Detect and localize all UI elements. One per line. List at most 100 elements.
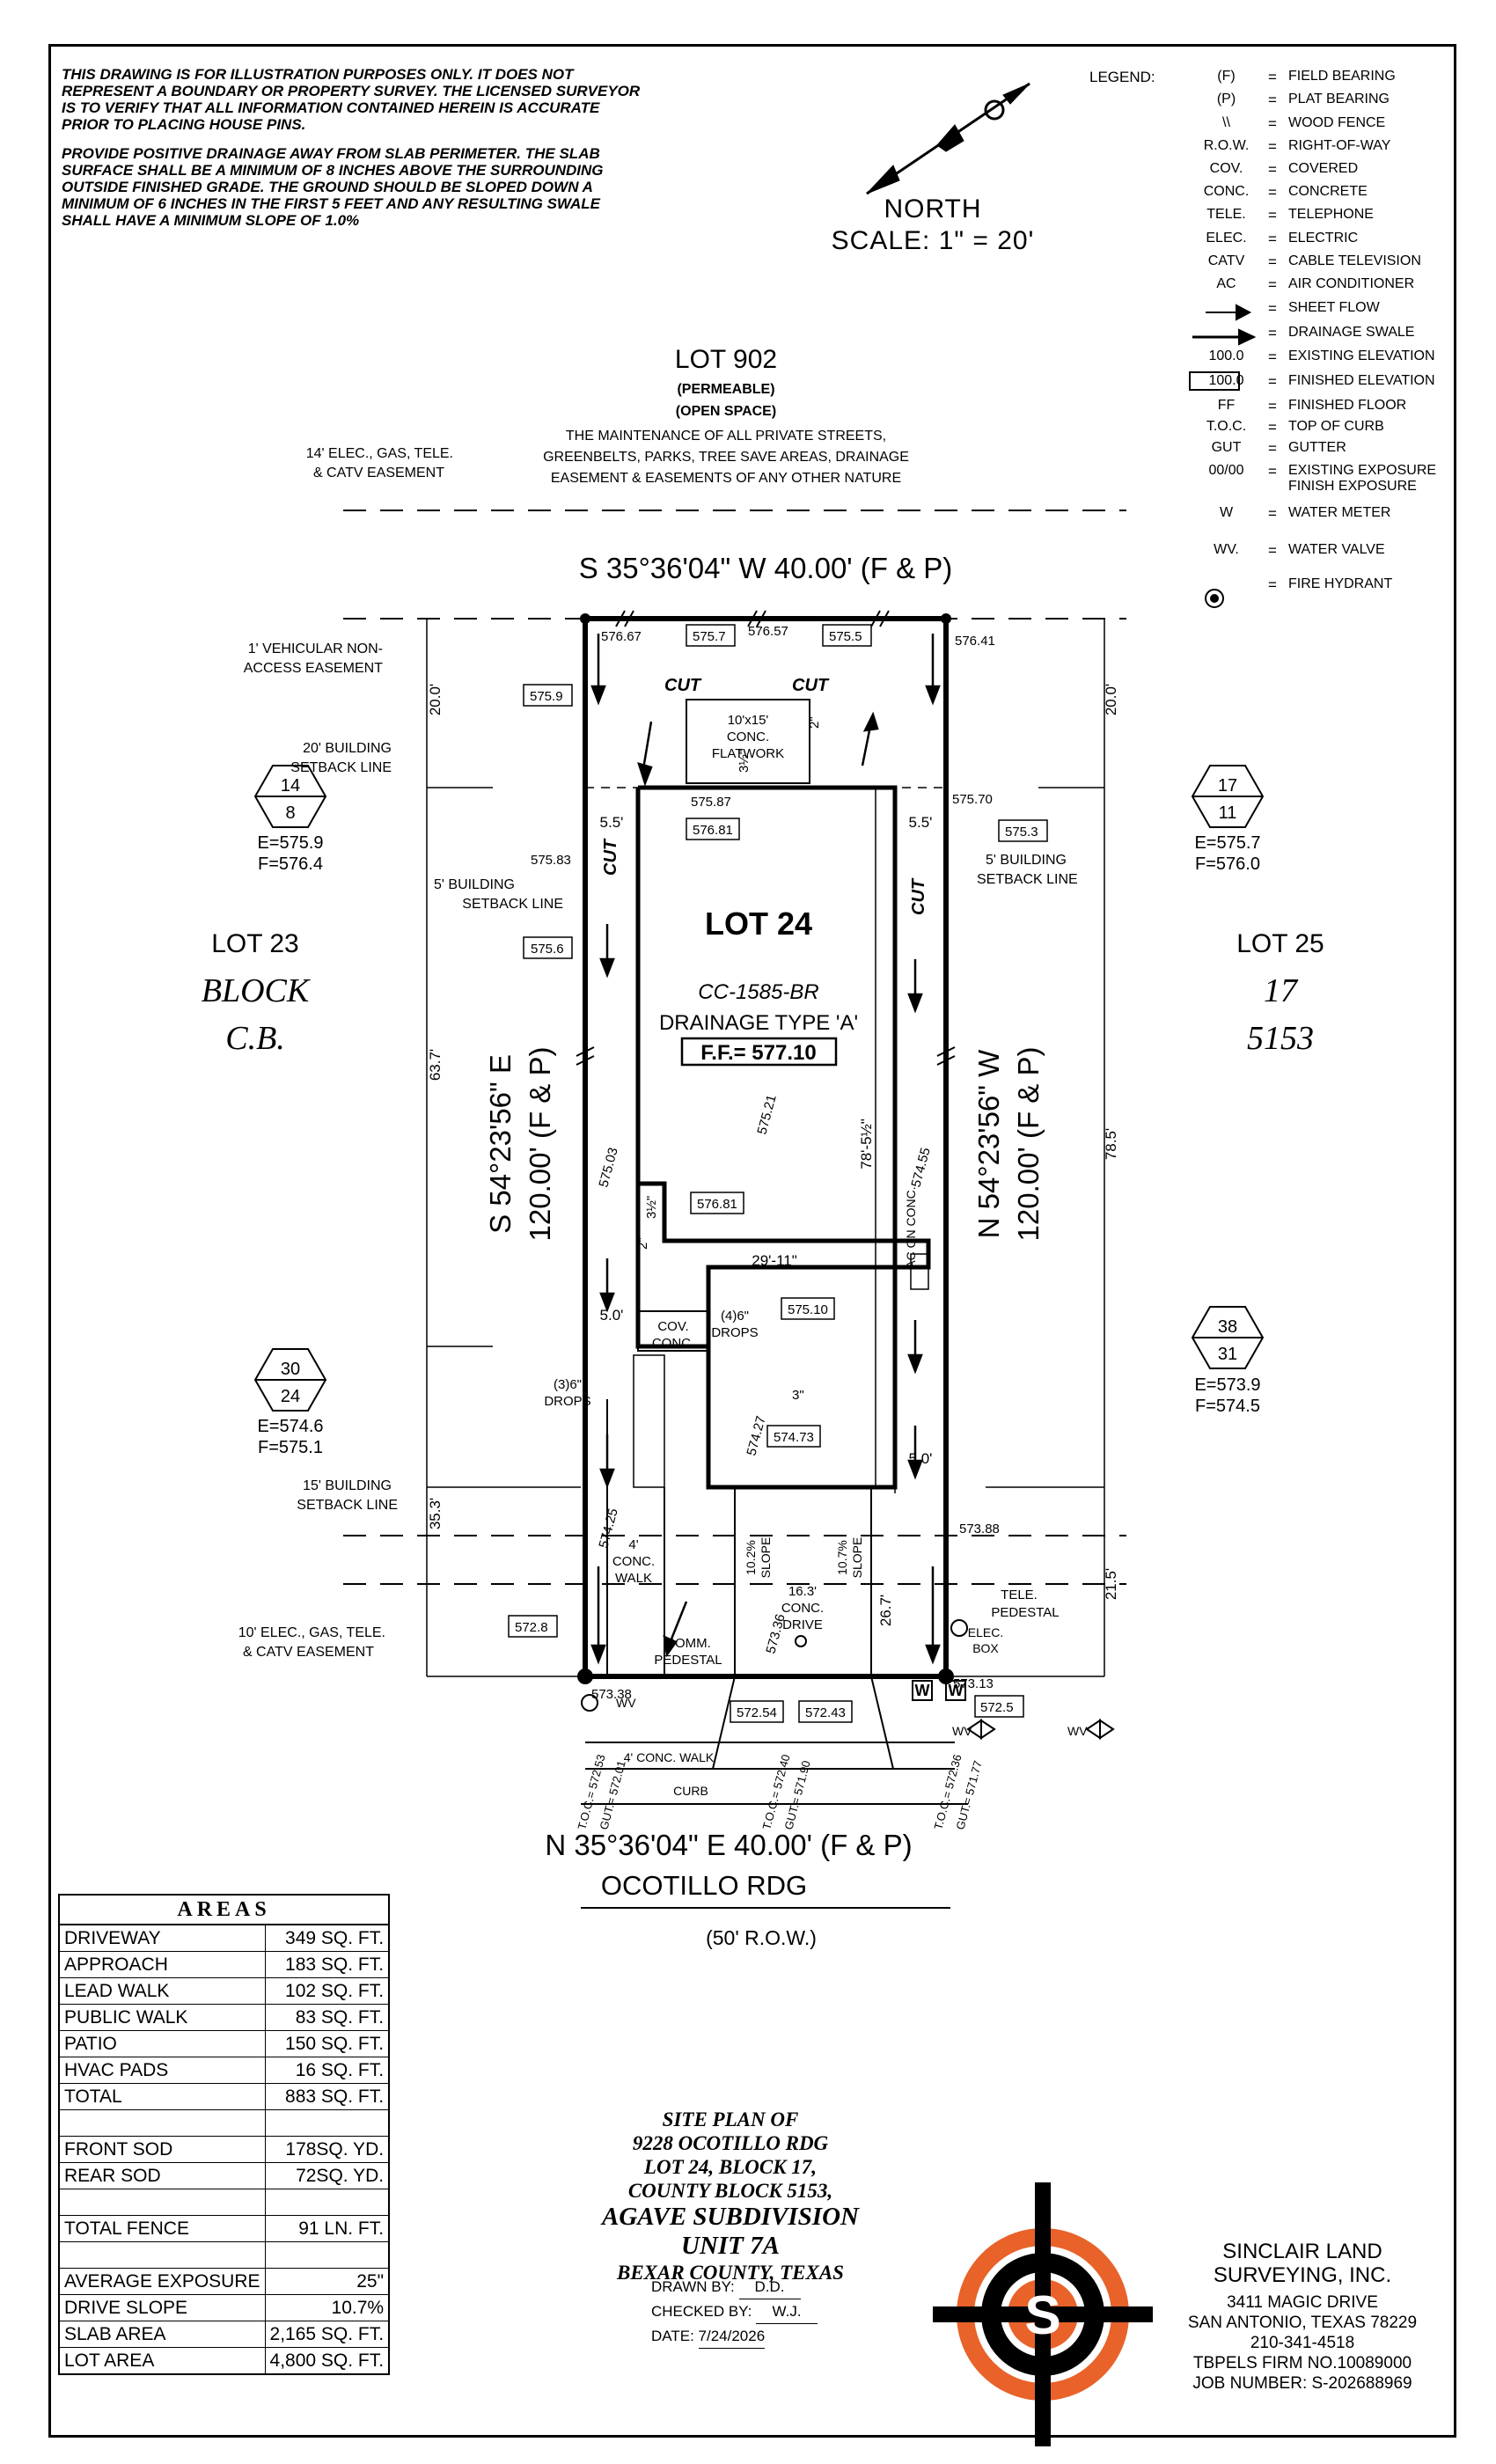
credits: DRAWN BY: D.D. CHECKED BY: W.J. DATE: 7/… xyxy=(651,2275,818,2349)
dimension: 21.5' xyxy=(1103,1568,1119,1600)
driveway-outline xyxy=(585,1399,955,1770)
legend-item: WV.=WATER VALVE xyxy=(1193,542,1457,565)
dimension: 5.5' xyxy=(600,814,624,831)
company-name: SINCLAIR LAND xyxy=(1222,2240,1382,2263)
covered-patio-label: CONC. xyxy=(652,1336,694,1351)
legend-equals: = xyxy=(1268,253,1277,270)
drive-label: 16.3' xyxy=(788,1584,817,1599)
water-valve-label: WV xyxy=(1067,1724,1088,1738)
utility-symbols xyxy=(581,1619,1115,1740)
areas-value: 183 SQ. FT. xyxy=(264,1951,390,1978)
legend-symbol: ELEC. xyxy=(1206,231,1247,246)
water-meter-label: W xyxy=(915,1682,930,1699)
company-phone: 210-341-4518 xyxy=(1250,2334,1355,2352)
curb-elevations: T.O.C.= 572.53 GUT.= 572.01 T.O.C.= 572.… xyxy=(575,1753,984,1831)
bearing-left-distance: 120.00' (F & P) xyxy=(524,1047,556,1242)
legend-item: (F)=FIELD BEARING xyxy=(1193,69,1457,92)
exposure-existing: 38 xyxy=(1218,1317,1237,1337)
areas-item: FRONT SOD xyxy=(58,2136,266,2163)
cut-label: CUT xyxy=(601,838,620,876)
dimension: 63.7' xyxy=(427,1049,444,1081)
drawn-by: D.D. xyxy=(738,2275,801,2299)
north-label: NORTH xyxy=(884,194,982,224)
legend-equals: = xyxy=(1268,276,1277,293)
legend-equals: = xyxy=(1268,419,1277,436)
legend-text: GUTTER xyxy=(1288,440,1346,455)
legend-equals: = xyxy=(1268,138,1277,155)
legend-text: FIRE HYDRANT xyxy=(1288,576,1393,591)
legend-equals: = xyxy=(1268,92,1277,108)
areas-value: 349 SQ. FT. xyxy=(264,1924,390,1952)
road-name: OCOTILLO RDG xyxy=(601,1870,807,1901)
legend-text: SHEET FLOW xyxy=(1288,300,1380,315)
legend-item: COV.=COVERED xyxy=(1193,161,1457,184)
title-block: SITE PLAN OF 9228 OCOTILLO RDG LOT 24, B… xyxy=(510,2108,950,2284)
legend-symbol: 00/00 xyxy=(1208,463,1244,478)
legend-text: CABLE TELEVISION xyxy=(1288,253,1421,268)
svg-text:576.67: 576.67 xyxy=(601,629,642,644)
legend: LEGEND: (F)=FIELD BEARING(P)=PLAT BEARIN… xyxy=(1089,69,1459,614)
legend-text: COVERED xyxy=(1288,161,1359,176)
areas-value: 2,165 SQ. FT. xyxy=(264,2321,390,2348)
dimension: 5.0' xyxy=(600,1307,624,1324)
vehicular-easement-label: 1' VEHICULAR NON- xyxy=(248,642,383,656)
comm-pedestal-icon xyxy=(795,1635,807,1647)
legend-equals: = xyxy=(1268,542,1277,559)
svg-text:574.73: 574.73 xyxy=(774,1430,814,1445)
legend-item: 00/00=EXISTING EXPOSURE FINISH EXPOSURE xyxy=(1193,463,1457,494)
north-block: NORTH SCALE: 1" = 20' xyxy=(818,194,1047,257)
exposure-finished: 31 xyxy=(1218,1345,1237,1364)
areas-item: SLAB AREA xyxy=(58,2321,266,2348)
exposure-finished: 8 xyxy=(285,803,295,823)
legend-text: WATER VALVE xyxy=(1288,542,1385,557)
svg-text:573.88: 573.88 xyxy=(959,1522,1000,1536)
legend-equals: = xyxy=(1268,231,1277,247)
elec-box-label: BOX xyxy=(972,1641,999,1655)
cut-label: CUT xyxy=(664,676,702,695)
legend-item: =DRAINAGE SWALE xyxy=(1193,325,1457,348)
areas-item: DRIVEWAY xyxy=(58,1924,266,1952)
open-space-label: (OPEN SPACE) xyxy=(676,404,776,419)
areas-value: 91 LN. FT. xyxy=(264,2215,390,2242)
drops-label: DROPS xyxy=(544,1394,590,1409)
flatwork-label: CONC. xyxy=(727,730,769,744)
legend-item: GUT=GUTTER xyxy=(1193,440,1457,463)
areas-item: TOTAL xyxy=(58,2083,266,2110)
setback-label: SETBACK LINE xyxy=(977,872,1078,887)
finished-elevation: F=576.4 xyxy=(258,854,323,874)
svg-text:573.36: 573.36 xyxy=(763,1612,788,1655)
legend-symbol: CATV xyxy=(1207,253,1245,268)
svg-text:576.41: 576.41 xyxy=(955,634,995,649)
legend-equals: = xyxy=(1268,115,1277,132)
title-line: AGAVE SUBDIVISION xyxy=(602,2203,859,2231)
svg-text:575.87: 575.87 xyxy=(691,795,731,810)
legend-item: 100.0=FINISHED ELEVATION xyxy=(1193,373,1457,396)
title-line: BEXAR COUNTY, TEXAS xyxy=(617,2262,844,2284)
svg-text:572.43: 572.43 xyxy=(805,1705,846,1720)
exposure-existing: 14 xyxy=(281,776,300,796)
water-meter-label: W xyxy=(949,1682,964,1699)
legend-symbol: (P) xyxy=(1216,92,1236,106)
north-arrow-icon xyxy=(866,82,1030,195)
legend-symbol: \\ xyxy=(1222,115,1230,130)
legend-text: FIELD BEARING xyxy=(1288,69,1396,84)
areas-item: REAR SOD xyxy=(58,2162,266,2189)
svg-text:576.81: 576.81 xyxy=(693,823,733,838)
setback-label: SETBACK LINE xyxy=(462,897,563,912)
bearing-right-distance: 120.00' (F & P) xyxy=(1012,1047,1045,1242)
drainage-arrows xyxy=(590,634,941,1665)
legend-equals: = xyxy=(1268,325,1277,341)
company-name: SURVEYING, INC. xyxy=(1213,2263,1392,2287)
svg-text:575.70: 575.70 xyxy=(952,792,993,807)
legend-equals: = xyxy=(1268,373,1277,390)
lot-23-label: LOT 23 xyxy=(211,929,299,958)
walk-label: 4' xyxy=(628,1537,638,1552)
dimension: 2" xyxy=(807,716,822,729)
